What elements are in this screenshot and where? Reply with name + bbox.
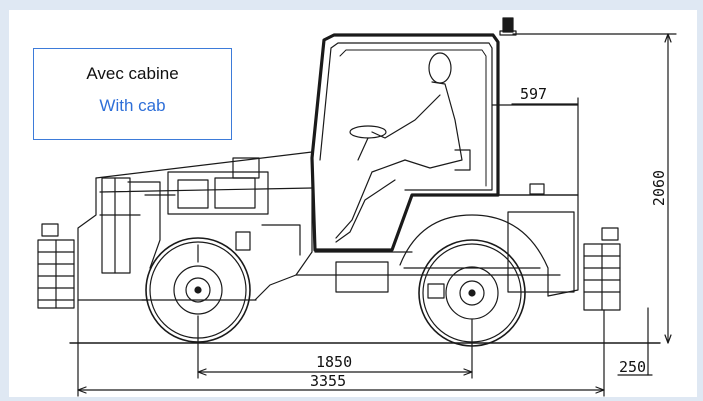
- caption-box: Avec cabine With cab: [33, 48, 232, 140]
- rear-body: [295, 183, 579, 297]
- dimension-cab-offset: [511, 97, 579, 196]
- front-counterweight: [37, 223, 75, 309]
- dimension-overall-height: [512, 33, 677, 344]
- dim-overall-height-label: 2060: [650, 170, 668, 206]
- dim-cab-offset-label: 597: [520, 85, 547, 103]
- dim-ground-clearance-label: 250: [619, 358, 646, 376]
- hood: [77, 151, 313, 301]
- dimension-wheelbase: [197, 315, 473, 379]
- operator-figure: [335, 52, 471, 243]
- cab: [310, 33, 579, 252]
- rear-hitch: [583, 227, 621, 311]
- dim-overall-length-label: 3355: [310, 372, 346, 390]
- dimension-overall-length: [77, 299, 605, 397]
- dim-wheelbase-label: 1850: [316, 353, 352, 371]
- caption-french: Avec cabine: [86, 64, 179, 83]
- caption-english: With cab: [99, 96, 166, 115]
- beacon-light: [499, 17, 517, 36]
- front-wheel: [141, 237, 257, 343]
- dimension-ground-clearance: [617, 307, 653, 376]
